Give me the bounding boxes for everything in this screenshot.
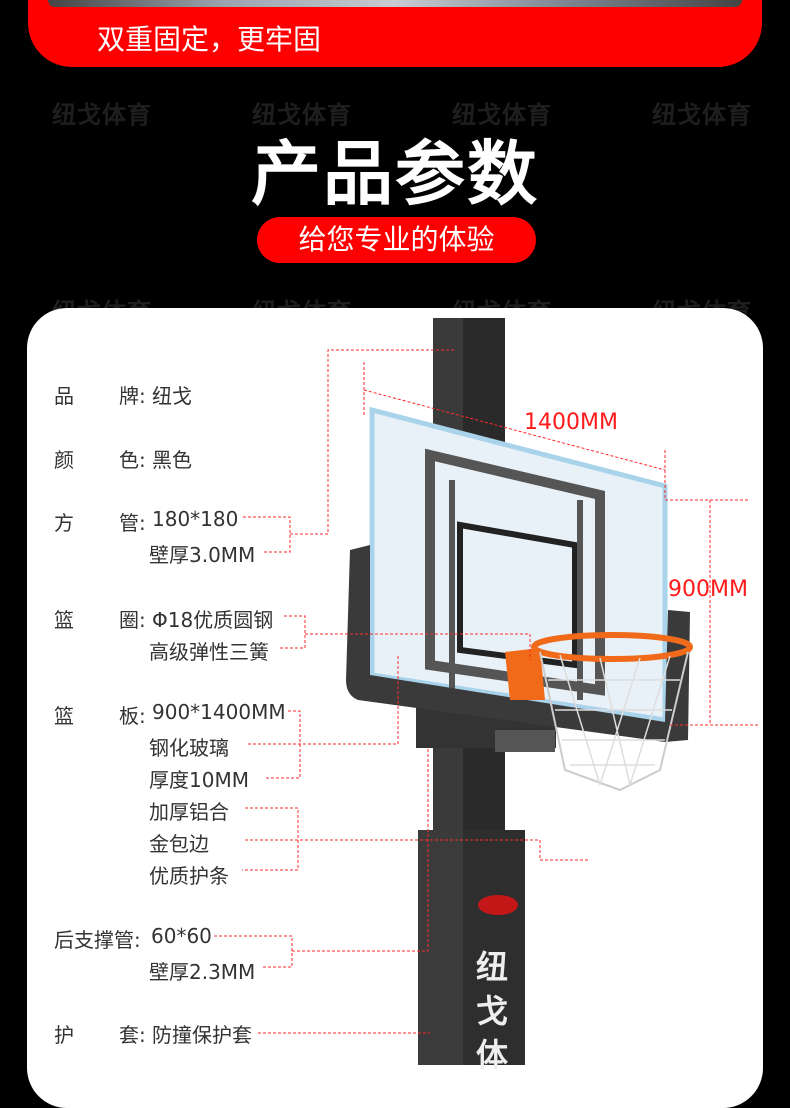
spec-label-suffix: 板: <box>119 704 146 728</box>
spec-value: 900*1400MM <box>152 700 286 724</box>
spec-label-suffix: 色: <box>119 448 146 472</box>
spec-value: 厚度10MM <box>149 768 249 792</box>
spec-label: 篮 <box>54 608 74 632</box>
spec-value: 钢化玻璃 <box>149 736 229 760</box>
section-subtitle: 给您专业的体验 <box>257 217 536 263</box>
spec-value: 180*180 <box>152 507 239 531</box>
logo-emblem <box>478 895 518 915</box>
section-title: 产品参数 <box>251 133 539 215</box>
spec-label: 篮 <box>54 704 74 728</box>
spec-label: 护 <box>54 1023 74 1047</box>
spec-value: 60*60 <box>151 924 212 948</box>
product-photo-strip <box>48 0 742 7</box>
watermark: 纽戈体育 <box>652 101 752 129</box>
spec-value: Φ18优质圆钢 <box>152 608 274 632</box>
spec-label: 方 <box>54 511 74 535</box>
net <box>539 651 689 792</box>
spec-value: 优质护条 <box>149 864 229 888</box>
backboard <box>369 406 668 723</box>
basketball-hoop-illustration <box>214 318 760 1065</box>
watermark: 纽戈体育 <box>452 101 552 129</box>
dimension-lines <box>214 349 760 1034</box>
spec-value: 加厚铝合 <box>149 800 229 824</box>
spec-label: 品 <box>54 384 74 408</box>
spec-value: 金包边 <box>149 832 209 856</box>
rim <box>531 632 693 662</box>
watermark: 纽戈体育 <box>52 101 152 129</box>
spec-value: 纽戈 <box>152 384 192 408</box>
spec-label: 颜 <box>54 448 74 472</box>
spec-label-suffix: 圈: <box>119 608 146 632</box>
protective-padding <box>346 545 690 742</box>
pole-logo-text: 纽戈体 <box>476 948 509 1074</box>
spec-value: 黑色 <box>152 448 192 472</box>
spec-label-suffix: 套: <box>119 1023 146 1047</box>
height-dimension: 900MM <box>668 577 748 602</box>
spec-label-suffix: 牌: <box>119 384 146 408</box>
rim-mount <box>505 648 545 700</box>
spec-value: 壁厚3.0MM <box>149 543 256 567</box>
width-dimension: 1400MM <box>524 410 618 435</box>
feature-banner <box>28 0 762 67</box>
spec-value: 壁厚2.3MM <box>149 960 256 984</box>
spec-value: 防撞保护套 <box>152 1023 252 1047</box>
spec-label-suffix: 管: <box>119 511 146 535</box>
spec-label: 后支撑管: <box>54 928 141 952</box>
banner-text: 双重固定，更牢固 <box>97 23 322 56</box>
spec-value: 高级弹性三簧 <box>149 640 269 664</box>
watermark: 纽戈体育 <box>252 101 352 129</box>
